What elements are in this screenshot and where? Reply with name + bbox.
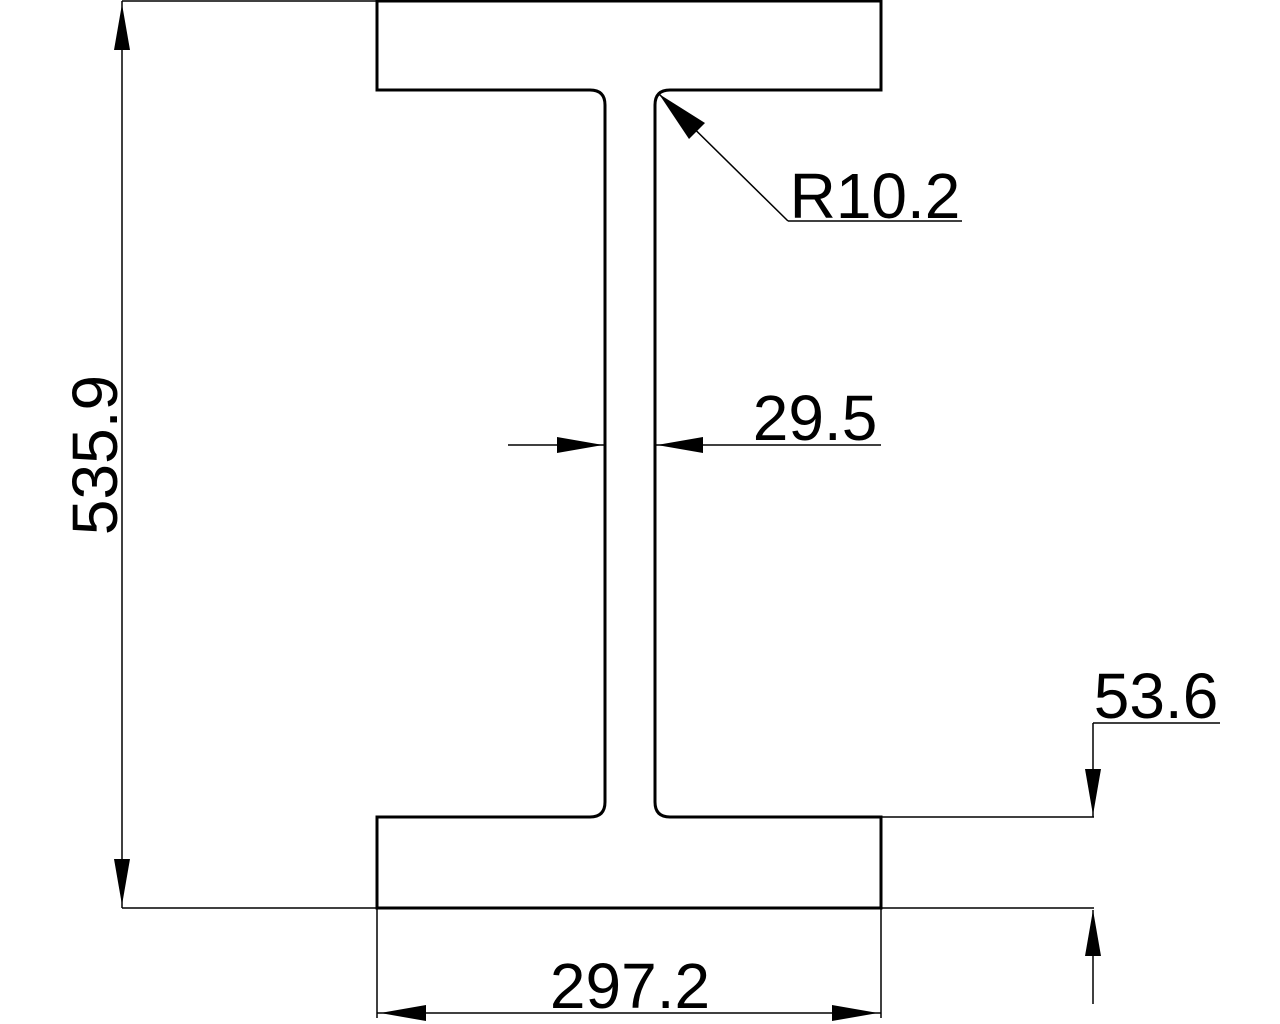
flange-arrow-top <box>1085 769 1101 815</box>
height-label: 535.9 <box>59 375 131 535</box>
web-arrow-right <box>657 437 703 453</box>
width-arrow-right <box>832 1005 878 1021</box>
height-arrow-bottom <box>114 859 130 905</box>
height-dimension: 535.9 <box>59 0 377 909</box>
flange-width-dimension: 297.2 <box>376 908 882 1022</box>
root-radius-dimension: R10.2 <box>658 93 962 232</box>
flange-width-label: 297.2 <box>550 950 710 1022</box>
root-radius-label: R10.2 <box>790 160 961 232</box>
radius-arrow <box>659 94 705 139</box>
width-arrow-left <box>380 1005 426 1021</box>
flange-thickness-label: 53.6 <box>1094 660 1219 732</box>
i-beam-profile <box>375 0 883 910</box>
web-thickness-dimension: 29.5 <box>508 382 881 454</box>
web-arrow-left <box>557 437 603 453</box>
height-arrow-top <box>114 4 130 50</box>
flange-thickness-dimension: 53.6 <box>881 660 1220 1004</box>
web-thickness-label: 29.5 <box>753 382 878 454</box>
flange-arrow-bottom <box>1085 910 1101 956</box>
